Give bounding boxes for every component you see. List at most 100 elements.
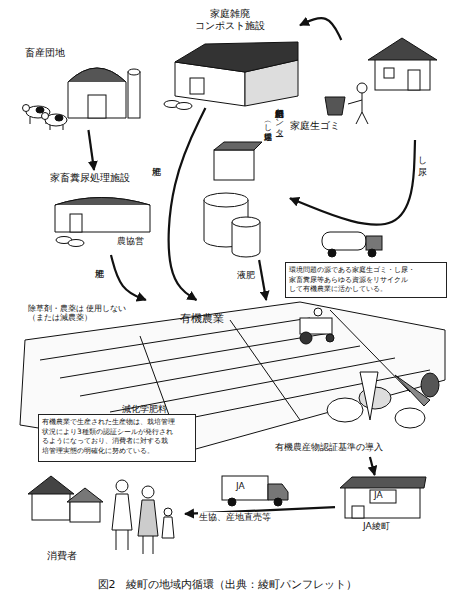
compost-bag: [176, 103, 192, 110]
eggplant: [421, 373, 439, 397]
node-label: 有機農産物認証基準の導入: [275, 442, 405, 453]
tank-truck: [322, 232, 382, 257]
fertilizer-center: [204, 142, 262, 257]
wheel: [228, 498, 236, 506]
household: [325, 38, 437, 124]
node-label: 畜産団地: [25, 47, 95, 59]
livestock-barn: [23, 68, 141, 130]
manure-facility: 家畜糞尿処理施設農協営: [45, 170, 155, 255]
ja-roof: [340, 477, 426, 488]
person-body: [138, 500, 158, 536]
ja-building: [340, 477, 426, 518]
house-door: [408, 70, 420, 90]
child-body: [162, 517, 174, 538]
center-roof: [214, 142, 262, 150]
ja-sign: [370, 490, 396, 503]
silo-top: [128, 69, 140, 75]
cabbage: [327, 398, 363, 422]
pumpkin: [395, 408, 425, 428]
person-head: [142, 486, 154, 498]
flow-arrow: [111, 255, 146, 300]
truck-box: [222, 476, 268, 500]
house-roof: [368, 38, 437, 60]
person-legs: [116, 530, 128, 550]
livestock-complex: 畜産団地: [20, 45, 145, 130]
tractor-wheel: [300, 332, 312, 344]
node-label: 家畜糞尿処理施設: [50, 172, 150, 184]
house-wall: [32, 492, 70, 520]
shed-body: [55, 198, 150, 233]
node-label: 有機農業: [180, 312, 240, 325]
node-label: JA綾町: [363, 521, 413, 532]
figure-caption: 図2 綾町の地域内循環（出典：綾町パンフレット）: [0, 578, 455, 591]
field-label: 減化学肥料: [122, 404, 182, 415]
silo: [128, 72, 140, 118]
ja-office: JA綾町: [335, 475, 430, 535]
child-head: [164, 508, 172, 516]
person-head: [357, 83, 367, 93]
flow-arrow: [259, 260, 266, 300]
tank-top: [204, 193, 248, 207]
truck-tank: [322, 232, 366, 250]
barn-body: [68, 68, 126, 118]
note-box: 環境問題の源である家庭生ゴミ・し尿・ 家畜糞尿等あらゆる資源をリサイクル して有…: [285, 262, 447, 298]
house-window: [384, 68, 394, 78]
tractor-wheel: [326, 334, 334, 342]
node-label: 消費者: [47, 550, 97, 562]
household: 家庭生ゴミ: [290, 40, 440, 140]
vegetables: [327, 372, 439, 428]
cow-spot: [55, 115, 63, 121]
house-wall: [375, 58, 430, 90]
consumers: [28, 476, 174, 554]
compost-building: [164, 42, 298, 110]
field-rows: [40, 318, 430, 428]
ja-wall: [345, 486, 420, 518]
tank-top: [232, 217, 260, 227]
note-text: 有機農業で生産された生産物は、栽培管理 状況により3種類の認証シールが発行され …: [42, 417, 192, 456]
ja-logo: JA: [374, 490, 394, 501]
edge-label: 液肥: [236, 270, 256, 281]
wheel: [274, 498, 282, 506]
cow-head: [42, 113, 49, 120]
flow-arrow: [88, 130, 94, 170]
produce: 有機農産物認証基準の導入: [270, 362, 445, 457]
house-roof: [28, 476, 74, 494]
node-label: 家庭生ゴミ: [290, 120, 360, 132]
person-body: [112, 494, 132, 530]
person-legs: [143, 536, 153, 554]
garbage-bucket: [325, 97, 345, 115]
truck-logo: JA: [236, 481, 256, 492]
flow-arrow: [290, 140, 415, 225]
edge-label: 生協、産地直売等: [198, 512, 272, 522]
note-text: 環境問題の源である家庭生ゴミ・し尿・ 家畜糞尿等あらゆる資源をリサイクル して有…: [289, 265, 443, 294]
node-label: 家庭雑廃 コンポスト施設: [188, 8, 272, 32]
tractor-body: [300, 318, 332, 334]
node-label: 自給肥料供給センター: [274, 102, 285, 132]
daikon: [360, 372, 378, 420]
cow-spot: [36, 107, 44, 113]
person-body: [348, 93, 368, 124]
consumer: 消費者: [25, 470, 185, 565]
building-roof: [175, 42, 298, 72]
shed-door: [70, 214, 82, 232]
note-text: 除草剤・農薬は 使用しない（または減農薬）: [28, 304, 133, 322]
house-wall: [70, 500, 100, 522]
note-box: 有機農業で生産された生産物は、栽培管理 状況により3種類の認証シールが発行され …: [38, 414, 196, 462]
organic-field: 有機農業: [120, 300, 430, 400]
flow-arrow: [370, 457, 375, 475]
shed-roof: [55, 198, 150, 206]
flow-arrow: [300, 18, 341, 40]
barn-roof: [68, 68, 126, 82]
wheel: [328, 249, 336, 257]
compost-facility: 家庭雑廃 コンポスト施設: [160, 8, 300, 108]
cow-legs: [50, 125, 63, 130]
compost-bag: [68, 240, 84, 247]
fertilizer-center: 自給肥料供給センター（し尿処理場）: [200, 100, 290, 260]
edge-label: し尿: [416, 150, 429, 160]
node-label: （し尿処理場）: [262, 118, 272, 127]
truck-cab: [366, 236, 382, 250]
flow-arrow: [169, 108, 206, 300]
center-building: [214, 150, 254, 180]
